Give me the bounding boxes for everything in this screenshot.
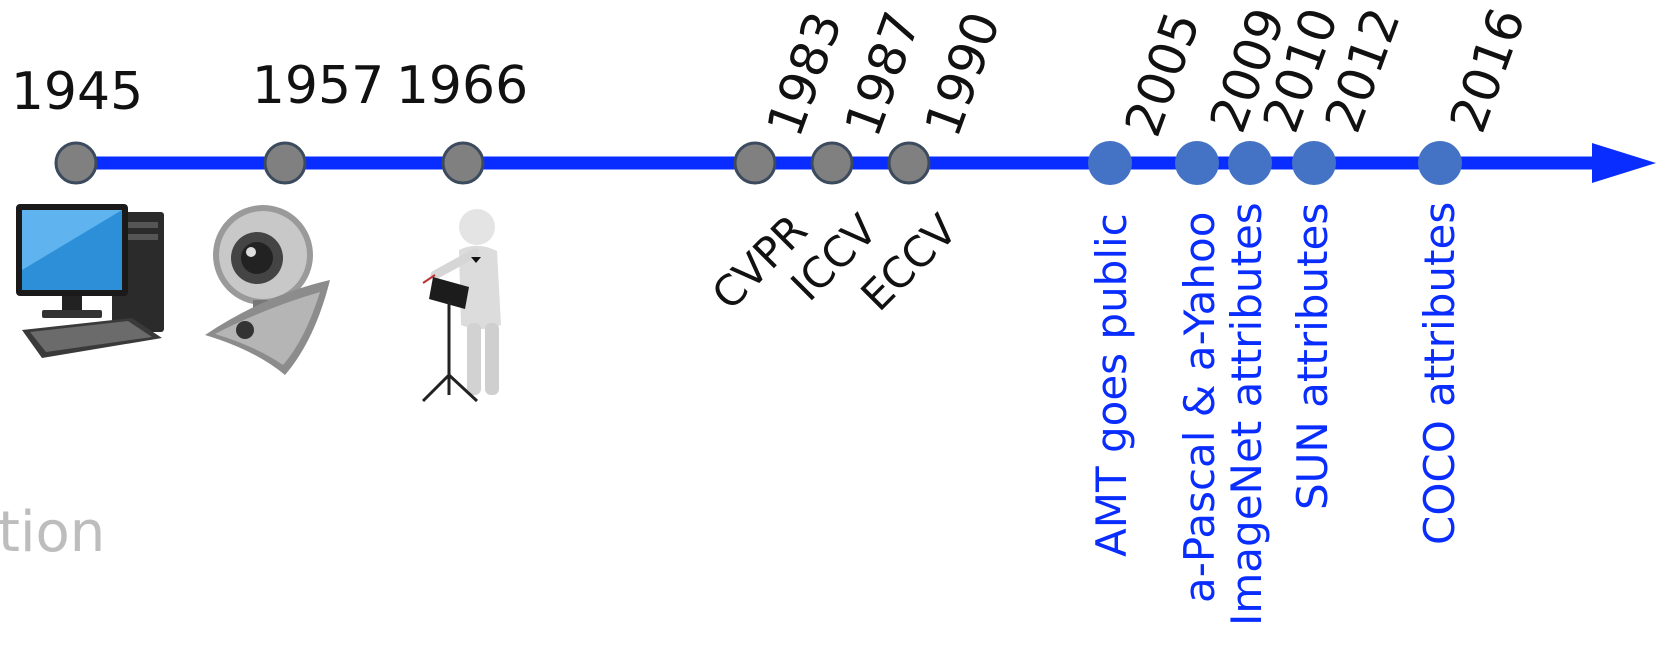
timeline-dot-2012	[1292, 141, 1336, 185]
year-label-1957: 1957	[251, 56, 385, 116]
event-label-apascal-ayahoo: a-Pascal & a-Yahoo	[1175, 211, 1224, 603]
timeline-dot-1990	[887, 141, 931, 185]
timeline-dot-2016	[1418, 141, 1462, 185]
timeline-dot-1957	[263, 141, 307, 185]
timeline-dot-2010	[1228, 141, 1272, 185]
timeline-dot-2009	[1175, 141, 1219, 185]
computer-icon	[16, 204, 164, 358]
event-label-coco-attributes: COCO attributes	[1415, 201, 1464, 545]
conductor-figure-icon	[421, 209, 501, 403]
year-label-1945: 1945	[10, 62, 144, 122]
timeline-dot-1945	[54, 141, 98, 185]
event-label-amt: AMT goes public	[1087, 213, 1136, 557]
timeline-dot-1966	[441, 141, 485, 185]
event-label-sun-attributes: SUN attributes	[1288, 202, 1337, 510]
event-label-imagenet-attributes: ImageNet attributes	[1222, 202, 1271, 626]
timeline-dot-1987	[810, 141, 854, 185]
axis-arrowhead	[1592, 143, 1656, 183]
timeline-dot-1983	[733, 141, 777, 185]
year-label-1966: 1966	[395, 56, 529, 116]
faded-text-fragment: tion	[0, 500, 106, 565]
webcam-icon	[205, 205, 330, 375]
timeline-dot-2005	[1088, 141, 1132, 185]
